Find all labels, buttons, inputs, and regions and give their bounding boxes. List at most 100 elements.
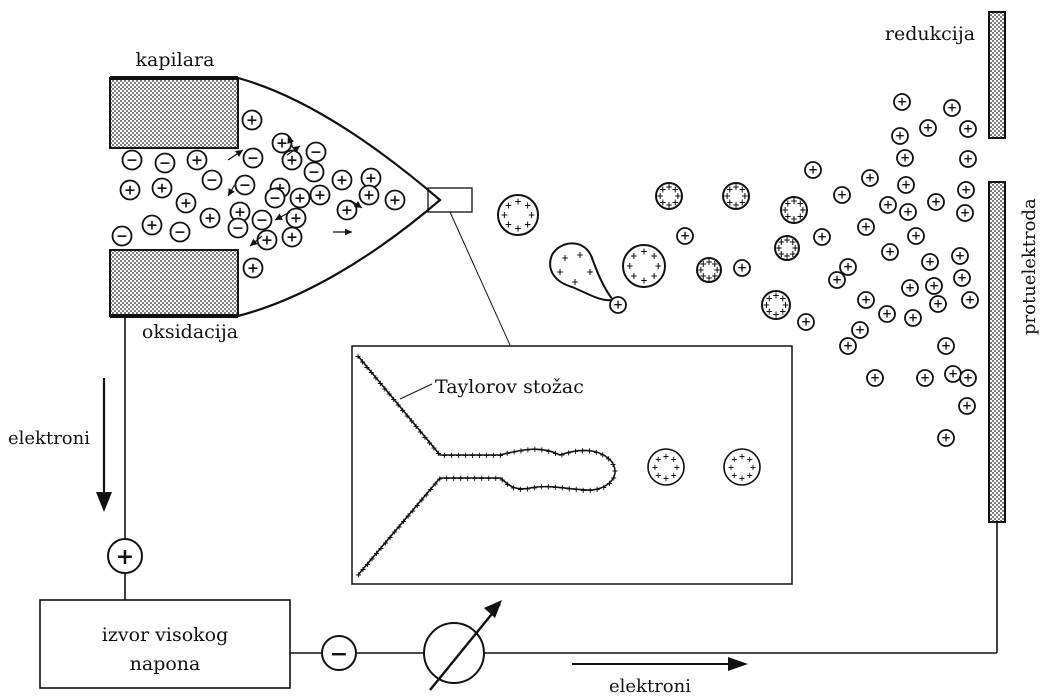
svg-text:+: + — [552, 448, 559, 458]
svg-text:−: − — [256, 212, 268, 228]
positive-ion-icon: + — [289, 187, 311, 209]
svg-text:+: + — [610, 472, 617, 482]
svg-text:+: + — [587, 485, 594, 495]
svg-text:+: + — [782, 301, 790, 311]
positive-ion-icon: + — [919, 119, 937, 137]
svg-text:+: + — [524, 221, 532, 231]
svg-text:+: + — [861, 293, 871, 307]
svg-text:+: + — [929, 279, 939, 293]
svg-text:+: + — [378, 543, 385, 553]
svg-text:+: + — [663, 451, 670, 461]
svg-text:+: + — [422, 432, 429, 442]
positive-ion-icon: + — [285, 207, 307, 229]
svg-text:+: + — [699, 260, 707, 270]
svg-text:+: + — [705, 274, 713, 284]
variable-meter-icon — [423, 622, 485, 684]
charged-droplet-icon: ++++++++ — [761, 290, 791, 321]
svg-text:+: + — [663, 473, 670, 483]
charged-droplets-layer: ++++++++++++++++++++++++++++++++++++++++… — [497, 93, 979, 447]
positive-ion-icon: + — [937, 429, 955, 447]
svg-text:+: + — [414, 500, 421, 510]
svg-text:+: + — [808, 163, 818, 177]
svg-text:+: + — [711, 272, 719, 282]
svg-text:+: + — [925, 255, 935, 269]
positive-ion-icon: + — [141, 214, 163, 236]
svg-text:+: + — [650, 272, 658, 282]
svg-text:+: + — [355, 351, 362, 361]
positive-ion-icon: + — [927, 193, 945, 211]
svg-text:+: + — [559, 483, 566, 493]
negative-ion-icon: − — [303, 161, 325, 183]
svg-text:+: + — [448, 450, 455, 460]
positive-ion-icon: + — [839, 337, 857, 355]
svg-text:−: − — [126, 152, 138, 168]
svg-text:+: + — [565, 447, 572, 457]
svg-text:+: + — [659, 198, 667, 208]
svg-text:+: + — [391, 527, 398, 537]
svg-text:+: + — [395, 400, 402, 410]
svg-text:+: + — [923, 121, 933, 135]
svg-text:+: + — [931, 195, 941, 209]
svg-text:+: + — [741, 192, 749, 202]
svg-text:+: + — [900, 151, 910, 165]
svg-text:+: + — [861, 220, 871, 234]
svg-text:+: + — [908, 311, 918, 325]
svg-text:+: + — [290, 210, 302, 226]
label-capillary: kapilara — [136, 49, 215, 71]
svg-text:+: + — [586, 268, 594, 278]
source-label-line2: napona — [130, 653, 201, 675]
zoom-connector-line — [449, 211, 511, 346]
svg-text:+: + — [423, 489, 430, 499]
svg-text:+: + — [948, 367, 958, 381]
svg-text:+: + — [505, 221, 513, 231]
negative-ion-icon: − — [242, 147, 264, 169]
svg-text:+: + — [739, 473, 746, 483]
svg-text:+: + — [671, 198, 679, 208]
ion-motion-arrows — [227, 135, 363, 247]
deforming-droplet-icon: +++++ — [549, 242, 615, 302]
positive-ion-icon: + — [797, 313, 815, 331]
svg-text:+: + — [418, 495, 425, 505]
svg-text:+: + — [409, 505, 416, 515]
svg-text:+: + — [955, 249, 965, 263]
svg-text:+: + — [656, 192, 664, 202]
svg-text:+: + — [572, 446, 579, 456]
svg-text:+: + — [386, 389, 393, 399]
positive-ion-icon: + — [309, 184, 331, 206]
svg-text:+: + — [599, 450, 606, 460]
svg-text:+: + — [855, 323, 865, 337]
svg-text:+: + — [843, 260, 853, 274]
label-counter-electrode: protuelektroda — [1019, 198, 1040, 335]
svg-text:+: + — [640, 248, 648, 258]
svg-text:+: + — [796, 200, 804, 210]
svg-text:+: + — [870, 371, 880, 385]
svg-text:+: + — [783, 252, 791, 262]
svg-text:−: − — [247, 150, 259, 166]
inset-frame — [351, 345, 793, 585]
svg-text:+: + — [464, 473, 471, 483]
positive-ion-icon: + — [904, 309, 922, 327]
svg-text:+: + — [336, 172, 348, 188]
svg-text:+: + — [739, 451, 746, 461]
svg-text:+: + — [579, 445, 586, 455]
svg-text:+: + — [517, 484, 524, 494]
svg-text:+: + — [276, 135, 288, 151]
svg-text:−: − — [239, 177, 251, 193]
svg-text:+: + — [674, 462, 681, 472]
svg-text:+: + — [765, 308, 773, 318]
svg-text:+: + — [552, 482, 559, 492]
svg-text:+: + — [723, 192, 731, 202]
svg-text:+: + — [381, 383, 388, 393]
inset-droplet-1 — [647, 448, 685, 486]
positive-ion-icon: + — [676, 227, 694, 245]
minus-terminal-symbol: − — [330, 641, 348, 667]
svg-text:+: + — [963, 152, 973, 166]
svg-text:+: + — [373, 548, 380, 558]
positive-ion-icon: + — [891, 127, 909, 145]
svg-text:+: + — [705, 258, 713, 268]
svg-text:+: + — [382, 537, 389, 547]
svg-text:+: + — [865, 171, 875, 185]
svg-text:+: + — [146, 217, 158, 233]
positive-ion-icon: + — [878, 305, 896, 323]
svg-text:+: + — [436, 473, 443, 483]
